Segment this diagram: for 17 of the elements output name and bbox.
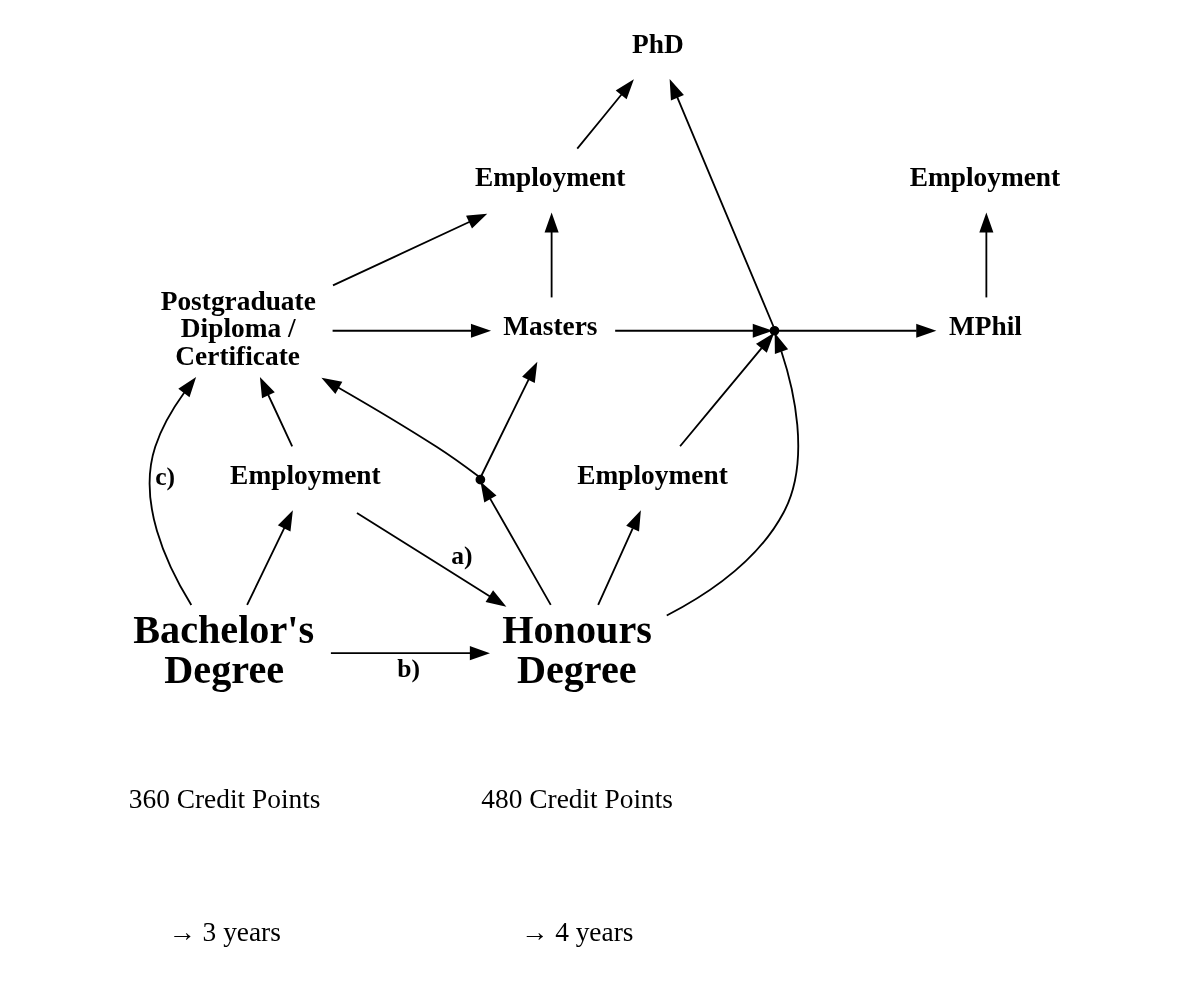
node-text: PhD (631, 29, 684, 60)
node-text: Employment (229, 460, 381, 491)
label: 360 Credit Points (128, 783, 320, 814)
node-text: MPhil (948, 311, 1022, 342)
node-text: Masters (502, 311, 597, 342)
node-text: Postgraduate Diploma / Certificate (160, 285, 316, 371)
node-text: Employment (474, 162, 625, 193)
node-text: Employment (909, 162, 1060, 193)
edge-label: a) (450, 541, 472, 571)
edge-label: c) (154, 461, 175, 491)
node-text: Employment (576, 460, 728, 491)
label: → 4 years (520, 916, 633, 947)
node-text: Bachelor's Degree (132, 607, 314, 693)
label: 480 Credit Points (480, 783, 673, 814)
node-text: Honours Degree (501, 607, 652, 693)
edge-label: b) (396, 654, 420, 684)
label: → 3 years (167, 916, 281, 947)
